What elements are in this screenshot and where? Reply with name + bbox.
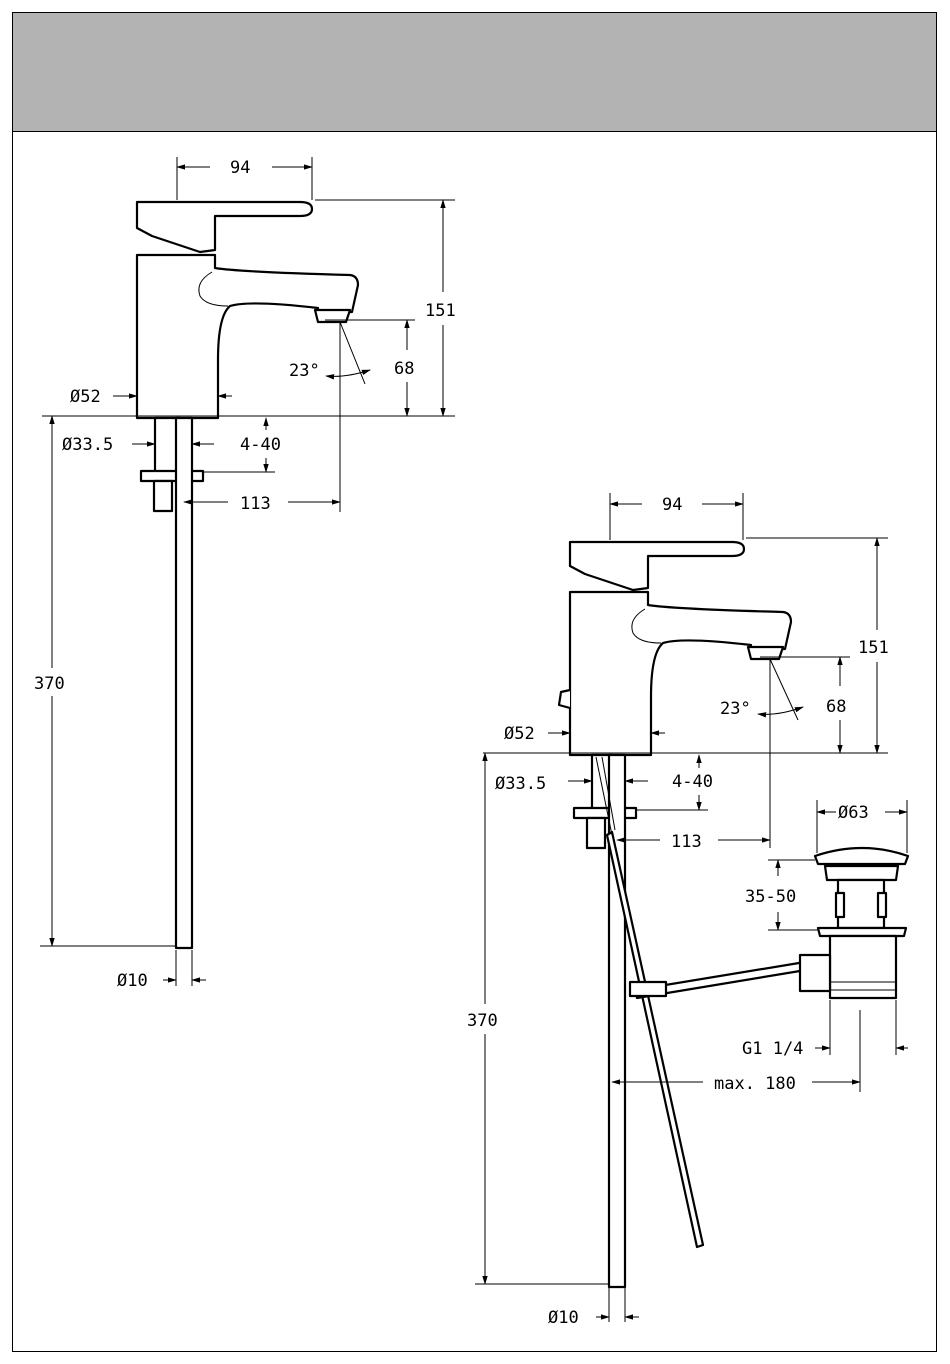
dim-body-diameter: Ø52 bbox=[504, 724, 535, 744]
dim-hose-diameter: Ø10 bbox=[548, 1308, 579, 1328]
fixing-washer bbox=[574, 808, 636, 818]
dim-lever-reach: 94 bbox=[662, 495, 682, 515]
fixing-washer bbox=[141, 471, 203, 481]
dim-hose-diameter: Ø10 bbox=[117, 971, 148, 991]
dim-worktop-thickness: 4-40 bbox=[240, 435, 281, 455]
hose bbox=[176, 418, 192, 948]
tap-body bbox=[570, 592, 791, 755]
dim-spout-height: 68 bbox=[826, 697, 846, 717]
pop-up-knob bbox=[559, 690, 570, 708]
tap-body bbox=[137, 255, 358, 418]
dim-hose-length: 370 bbox=[34, 674, 65, 694]
dim-hose-length: 370 bbox=[467, 1011, 498, 1031]
dim-body-diameter: Ø52 bbox=[70, 387, 101, 407]
dim-total-height: 151 bbox=[425, 301, 456, 321]
rod-connector bbox=[800, 955, 830, 991]
view-mixer-with-waste: 94 151 68 23° Ø52 Ø33.5 4-40 113 bbox=[467, 493, 908, 1328]
dim-spout-angle: 23° bbox=[289, 361, 320, 381]
dim-spout-angle: 23° bbox=[720, 699, 751, 719]
dim-spout-height: 68 bbox=[394, 359, 414, 379]
pop-up-waste bbox=[800, 848, 908, 998]
dim-rod-reach: max. 180 bbox=[714, 1074, 796, 1094]
waste-tail bbox=[830, 936, 896, 998]
dim-shank-diameter: Ø33.5 bbox=[62, 435, 113, 455]
dim-spout-projection: 113 bbox=[240, 494, 271, 514]
nut bbox=[154, 481, 172, 511]
dim-worktop-thickness: 4-40 bbox=[672, 772, 713, 792]
lever-handle bbox=[137, 202, 312, 252]
dim-waste-thread: G1 1/4 bbox=[742, 1039, 803, 1059]
nut bbox=[587, 818, 605, 848]
dim-spout-projection: 113 bbox=[671, 832, 702, 852]
view-mixer-without-waste: 94 151 68 23° Ø52 Ø33.5 4-40 113 bbox=[34, 157, 456, 991]
dim-shank-diameter: Ø33.5 bbox=[495, 774, 546, 794]
dim-lever-reach: 94 bbox=[230, 158, 250, 178]
dim-total-height: 151 bbox=[858, 638, 889, 658]
lever-handle bbox=[570, 542, 744, 590]
dim-waste-plug-diameter: Ø63 bbox=[838, 803, 869, 823]
dim-waste-height-range: 35-50 bbox=[745, 887, 796, 907]
waste-plug bbox=[815, 848, 908, 864]
rod-clip bbox=[630, 982, 666, 996]
